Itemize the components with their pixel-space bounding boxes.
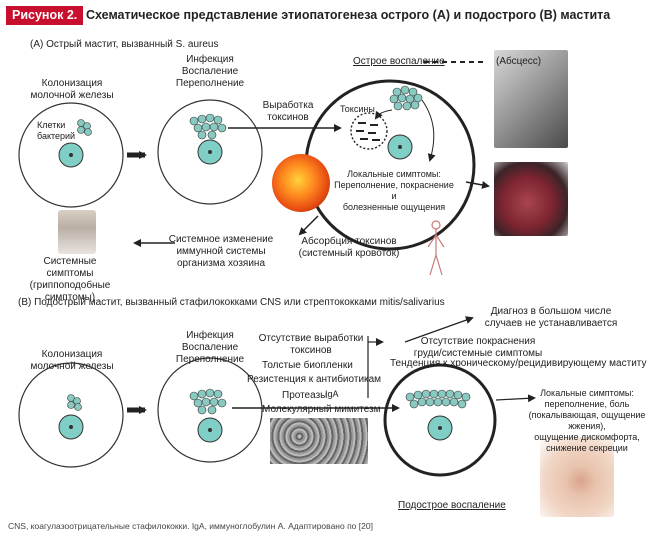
acute-breast-photo-abscess [494,50,568,148]
cell-subacute-b [383,363,497,477]
biofilm-micrograph [270,418,368,464]
a-toxins-label: Токсины [340,104,375,114]
a-infection-title: Инфекция Воспаление Переполнение [175,54,245,89]
a-systemic-change-label: Системное изменение иммунной системы орг… [168,234,274,269]
b-biofilm-label: Толстые биопленки [262,360,353,371]
a-absorption-label: Абсорбция токсинов (системный кровоток) [298,236,400,259]
cell-infection-b [157,357,263,463]
section-a-label: (A) Острый мастит, вызванный S. aureus [30,39,219,50]
a-acute-title: Острое воспаление [353,56,445,67]
b-tendency-label: Тенденция к хроническому/рецидивирующему… [390,358,647,369]
bacteria-cluster-a2 [189,113,227,140]
footnote: CNS, коагулазоотрицательные стафилококки… [8,521,373,531]
toxin-zone [350,112,388,150]
a-toxin-production-label: Выработка токсинов [262,100,314,123]
b-mimicry-label: Молекулярный мимитезм [262,404,381,415]
cell-acute-a [304,79,476,251]
bacteria-cluster-a3 [389,85,423,111]
bacteria-cluster-a1 [77,119,92,136]
a-bacteria-label: Клетки бактерий [37,120,76,141]
b-iga-label: IgA [325,389,339,399]
b-resistance-label: Резистенция к антибиотикам [247,374,382,385]
b-local-symptoms: Локальные симптомы: переполнение, боль (… [528,388,646,453]
b-infection-title: Инфекция Воспаление Переполнение [175,330,245,365]
a-colonization-title: Колонизация молочной железы [30,78,114,101]
b-colonization-title: Колонизация молочной железы [30,349,114,372]
b-no-toxins-label: Отсутствие выработки токсинов [258,333,364,356]
a-local-symptoms: Локальные симптомы: Переполнение, покрас… [334,169,454,212]
acute-breast-photo-redness [494,162,568,236]
bacteria-cluster-b1 [67,394,82,411]
b-subacute-title: Подострое воспаление [398,500,506,511]
figure-title: Схематическое представление этиопатогене… [86,8,611,22]
b-no-redness-label: Отсутствие покраснения груди/системные с… [413,336,543,359]
bacteria-cluster-b2 [189,388,227,415]
cell-colonization-b [18,362,124,468]
human-body-icon [427,220,445,276]
a-abscess-label: (Абсцесс) [496,56,542,67]
arrow-absorption [298,215,319,236]
bacteria-cluster-b3 [405,389,471,409]
section-b-label: (B) Подострый мастит, вызванный стафилок… [18,297,445,308]
a-systemic-symptoms-label: Системные симптомы (гриппоподобные симпт… [29,256,111,303]
b-diagnosis-label: Диагноз в большом числе случаев не устан… [484,306,618,329]
sick-person-photo [58,210,96,254]
cell-infection-a [157,99,263,205]
cell-colonization-a [18,102,124,208]
b-proteases-label: Протеазы [282,390,328,401]
bacterial-culture-image [272,154,330,212]
figure-badge: Рисунок 2. [6,6,84,25]
subacute-breast-photo [540,437,614,517]
